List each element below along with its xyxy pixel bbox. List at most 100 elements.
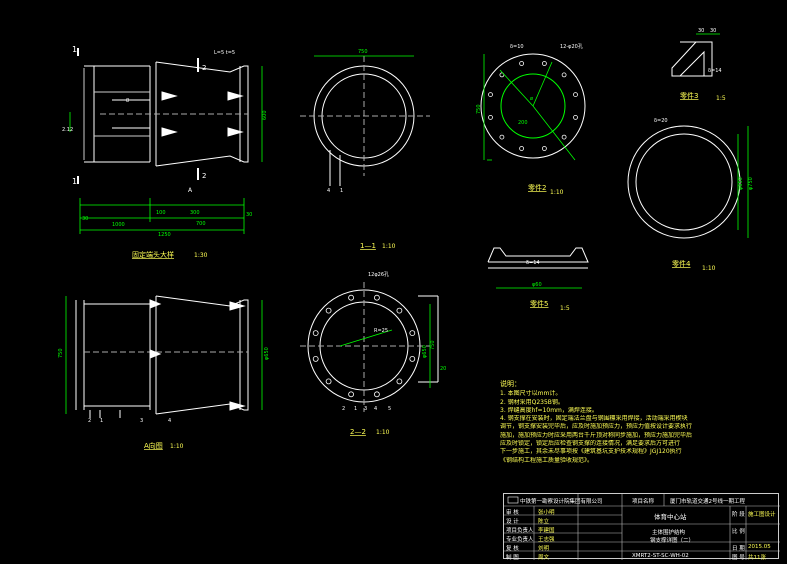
section-mark-bottom: 2 [202,172,206,180]
part-5-thk: δ=14 [526,260,540,266]
part-2-scale: 1:10 [550,189,564,196]
row-label-5: 复 核 [506,546,519,552]
part-2-bolt-label: 12-φ20孔 [560,43,583,50]
a-view-callout-1: 1 [100,418,103,424]
joint-dim-30-right: 30 [246,212,252,218]
row-label-6: 制 图 [506,555,519,561]
note-line: 应及时锁定，锁定后应检查钢支撑的连接情况，满足要求后方可进行 [500,440,681,448]
joint-dim-1250: 1250 [158,232,171,238]
bolt-hole [325,307,332,314]
bolt-hole [409,355,416,362]
bolt-hole [409,330,416,337]
section-2-2-dim-20: 20 [440,366,446,372]
design-notes: 说明： 1. 本图尺寸以mm计。 2. 钢材采用Q235B钢。 3. 焊缝高度h… [500,380,740,465]
row-label-1: 审 核 [506,510,519,516]
note-line: 1. 本图尺寸以mm计。 [500,390,562,398]
section-2-2-bolt-label: 12φ26孔 [368,271,389,278]
person-3: 李建国 [538,528,555,534]
part-2-dim-200: 200 [518,120,528,126]
section-2-2-callout-2: 2 [342,406,345,412]
bolt-hole [499,72,505,78]
bolt-hole [312,330,319,337]
title-block: 中铁第一勘察设计院集团有限公司 项目名称 厦门市轨道交通2号线一期工程 审 核 … [503,493,780,561]
part-2-dim-750: 750 [476,104,482,114]
section-2-2-callout-3: 3 [364,406,367,412]
note-line: 2. 钢材采用Q235B钢。 [500,398,564,406]
section-2-2-scale: 1:10 [376,429,390,436]
bolt-hole [542,61,547,66]
bolt-hole [542,146,547,151]
joint-ref-label: 8 [126,98,129,104]
scale-label: 比 例 [732,529,745,535]
part-4-dim-750: φ750 [748,177,754,190]
project-label: 项目名称 [632,499,655,505]
joint-callout-2: 1 [72,177,77,186]
section-1-1-title: 1—1 [360,242,376,250]
part-2-view [480,53,586,159]
section-1-1-callout-4: 4 [327,188,330,194]
a-view-callout-2: 2 [88,418,91,424]
section-1-1-callout-1: 1 [340,188,343,194]
part-4-scale: 1:10 [702,265,716,272]
part-5-dim: φ60 [532,282,542,288]
a-view-dim-left: 750 [58,348,64,358]
bolt-hole [519,61,524,66]
bolt-hole [488,115,493,120]
row-label-4: 专业负责人 [506,537,534,543]
part-4-top-label: δ=20 [654,118,668,124]
bolt-hole [348,294,355,301]
joint-angle-label: L=5 t=5 [214,50,235,56]
part-4-view [627,125,741,239]
part-2-dim-extra: ø [530,96,533,102]
bolt-hole [519,146,524,151]
joint-detail-dims [69,66,263,234]
row-label-3: 项目负责人 [506,528,534,534]
part-5-scale: 1:5 [560,305,570,312]
row-label-2: 设 计 [506,519,519,525]
a-view-callout-4: 4 [168,418,171,424]
joint-dim-30-left: 30 [82,216,88,222]
a-view-scale: 1:10 [170,443,184,450]
section-2-2-center-label: R=25 [374,328,388,334]
bolt-hole [373,391,380,398]
bolt-hole [499,134,505,140]
joint-dim-300: 300 [190,210,200,216]
section-1-1-scale: 1:10 [382,243,396,250]
person-5: 刘明 [538,546,550,552]
note-line: 4. 钢支撑在安装时，固定端法兰盘与钢围檩采用焊接，活动端采用楔块 [500,415,688,423]
part-4-title: 零件4 [672,259,691,268]
person-1: 张小明 [538,510,555,516]
a-view-title: A向图 [144,441,163,450]
part-5-view [487,247,589,269]
bolt-hole [561,72,567,78]
sheet-label: 图 号 [732,555,745,561]
joint-dim-100: 100 [156,210,166,216]
part-2-title: 零件2 [528,183,546,192]
station-name: 体育中心站 [654,513,687,521]
note-line: 施加，施加预应力时应采用两台千斤顶对称同步施加，预应力施加完毕后 [500,431,693,439]
section-2-2-view [300,282,439,412]
joint-dim-right: 600 [262,110,268,120]
phase-label: 阶 段 [732,512,745,518]
date-value: 2015.05 [748,544,771,550]
drawing-name-1: 主体围护结构 [652,530,686,536]
bolt-hole [396,378,403,385]
part-2-bolt-holes [488,61,578,151]
joint-detail-view [77,48,249,184]
joint-detail-title: 固定端头大样 [132,250,174,259]
bolt-hole [488,92,493,97]
a-view-dim-right: φ650 [264,347,270,360]
note-line: 《钢结构工程施工质量验收规范》。 [500,456,594,464]
section-1-1-dim-top: 750 [358,49,368,55]
part-5-title: 零件5 [530,299,548,308]
part-3-scale: 1:5 [716,95,726,102]
bolt-hole [573,115,578,120]
section-2-2-title: 2—2 [350,428,366,436]
note-line: 下一步施工，其余未尽事项按《建筑基坑支护技术规程》JGJ120执行 [500,448,682,456]
section-2-2-dim-750: 750 [430,340,436,350]
section-2-2-callout-5: 5 [388,406,391,412]
joint-detail-scale: 1:30 [194,252,208,259]
a-view-mark: A [188,187,193,194]
a-view [75,295,249,418]
